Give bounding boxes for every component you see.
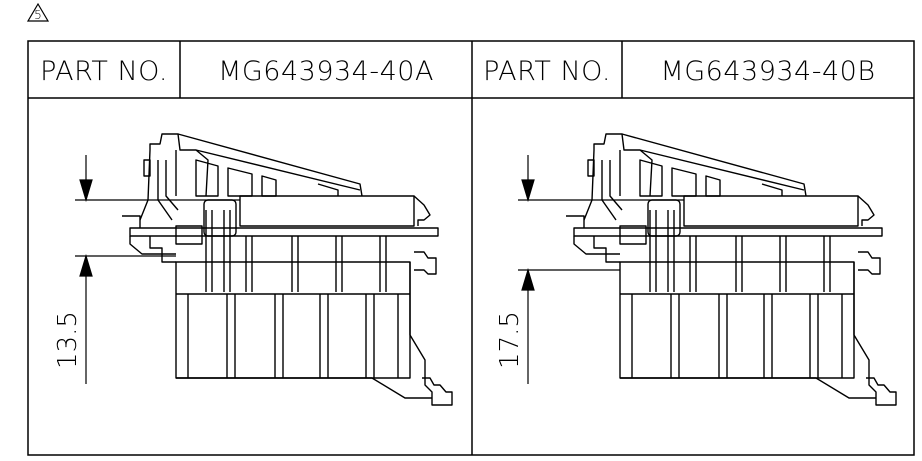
- part-no-label-left: PART NO.: [40, 56, 168, 87]
- part-no-label-right: PART NO.: [483, 56, 611, 87]
- revision-marker: 5: [26, 2, 50, 22]
- dimension-left: [75, 155, 240, 384]
- connector-drawing-left: [121, 133, 453, 406]
- table-frame: [27, 40, 915, 456]
- revision-number: 5: [34, 8, 42, 22]
- dimension-right: [518, 155, 684, 384]
- part-number-right: MG643934-40B: [660, 56, 875, 87]
- dimension-value-left: 13.5: [53, 311, 83, 369]
- part-number-left: MG643934-40A: [218, 56, 434, 87]
- dimension-value-right: 17.5: [495, 311, 525, 369]
